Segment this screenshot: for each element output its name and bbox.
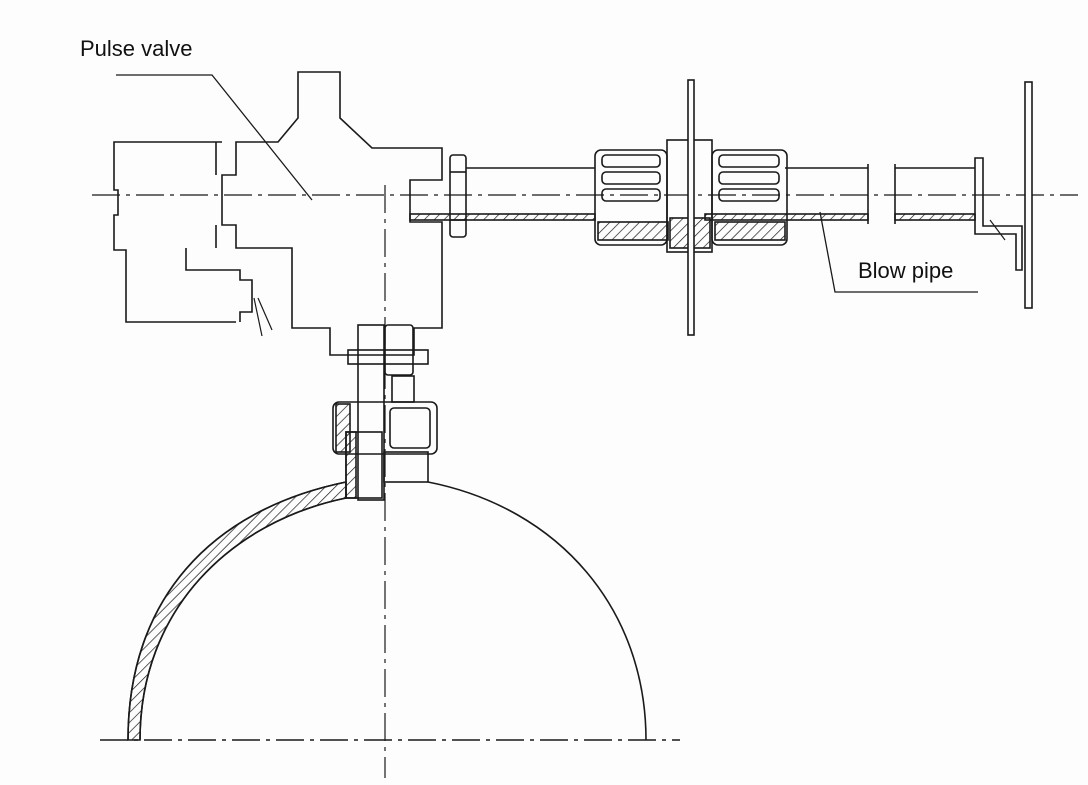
outlet-hex-nut [449,154,467,238]
pulse-valve-label: Pulse valve [80,36,193,61]
tank-coupling [332,401,438,455]
tank-dome-right [427,481,647,741]
tank-wall-plate [687,79,695,336]
blow-pipe-label: Blow pipe [858,258,954,283]
blow-pipe-wall [409,213,596,221]
valve-inlet-nut [347,349,429,365]
blow-pipe-leader-line [819,211,978,293]
valve-spring-lines [253,297,273,337]
pipe-support-bracket [974,157,1023,271]
header-wall-plate [1024,81,1033,309]
valve-inner-port [185,248,253,322]
pulse-valve-leader-line [116,74,313,201]
tank-dome-inner [139,497,347,741]
valve-body-outline [221,71,443,356]
valve-left-cap [113,141,236,323]
tank-dome-shell-hatch [127,481,347,741]
